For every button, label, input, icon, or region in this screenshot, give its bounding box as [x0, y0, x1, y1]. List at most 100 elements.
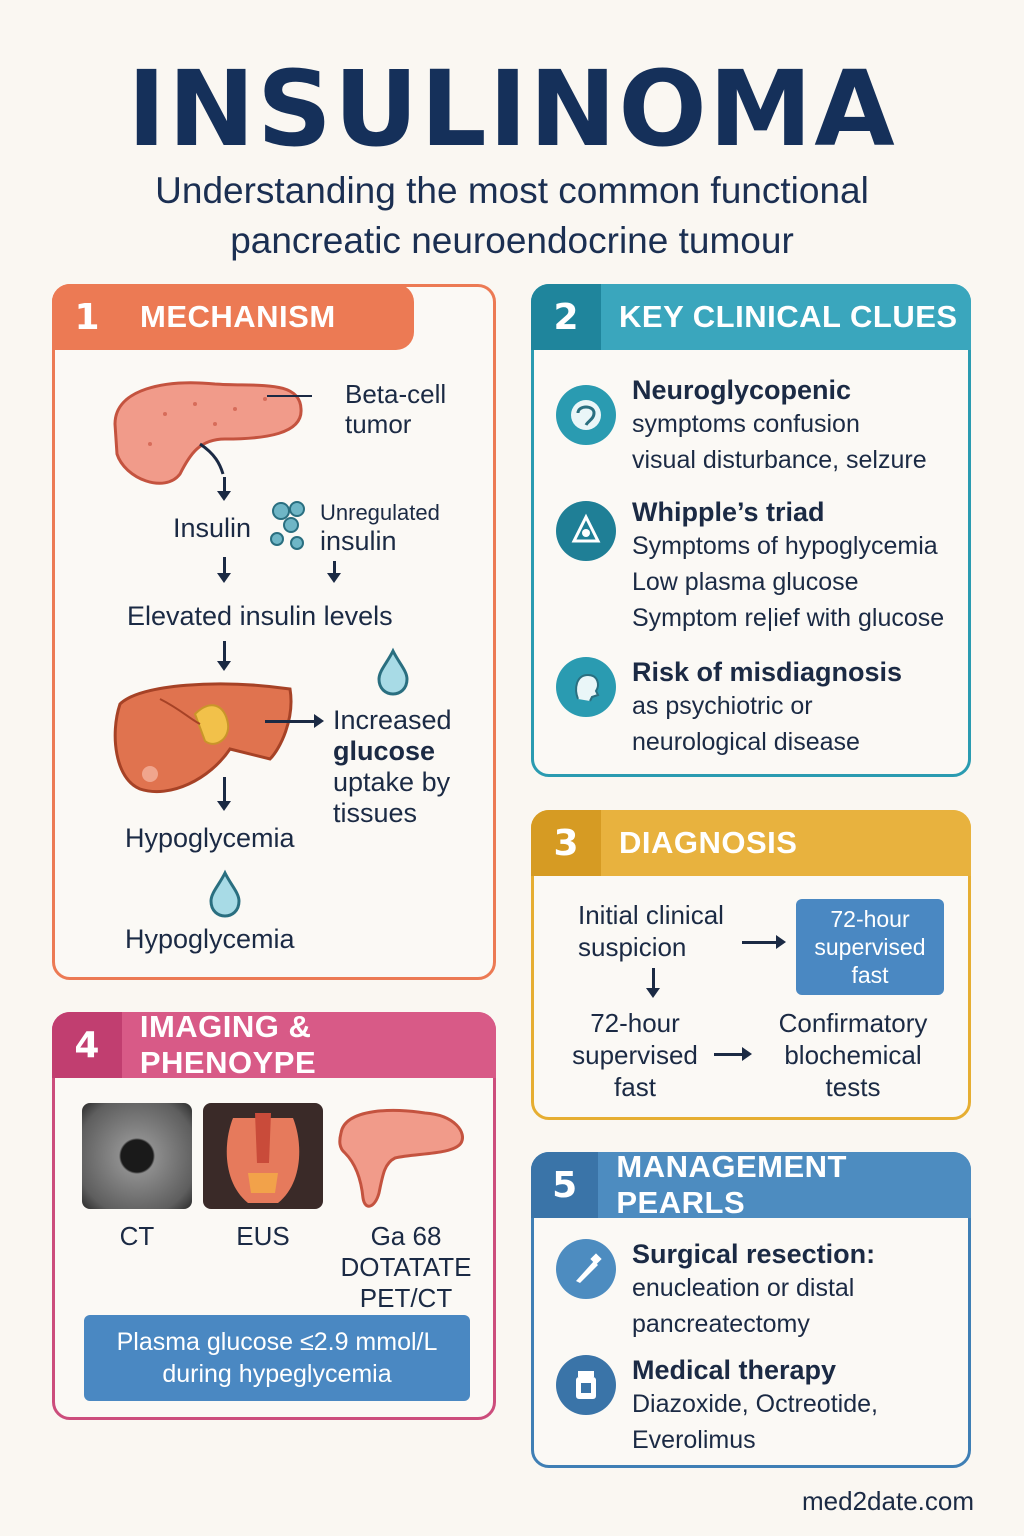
confirm-line-3: tests: [825, 1072, 881, 1102]
increased-line-2: glucose: [333, 736, 436, 766]
clues-title: KEY CLINICAL CLUES: [619, 299, 958, 334]
imaging-number: 4: [52, 1012, 122, 1078]
clue-item: Whipple’s triad Symptoms of hypoglycemia…: [632, 497, 944, 636]
plasma-glucose-note: Plasma glucose ≤2.9 mmol/L during hypegl…: [84, 1315, 470, 1401]
unregulated-label: Unregulated insulin: [320, 499, 440, 555]
ga-line-3: PET/CT: [359, 1283, 453, 1313]
arrow-right: [265, 714, 324, 728]
increased-line-3: uptake by: [333, 767, 451, 797]
fast-line-3: fast: [614, 1072, 656, 1102]
note-line-1: Plasma glucose ≤2.9 mmol/L: [116, 1328, 438, 1356]
clue-line: visual disturbance, selzure: [632, 446, 927, 474]
diagnosis-number: 3: [531, 810, 601, 876]
arrow-down: [217, 557, 231, 583]
management-title: MANAGEMENT PEARLS: [616, 1149, 847, 1220]
increased-line-1: Increased: [333, 705, 452, 735]
arrow-right: [742, 935, 786, 949]
mechanism-card: 1 MECHANISM Beta-cell tumor Insulin Unre…: [52, 284, 496, 980]
diagnosis-card: 3 DIAGNOSIS Initial clinical suspicion 7…: [531, 810, 971, 1120]
footer-source: med2date.com: [802, 1486, 974, 1516]
imaging-title: IMAGING & PHENOYPE: [139, 1009, 317, 1080]
glucose-drop-icon: [209, 869, 241, 918]
insulin-label: Insulin: [173, 513, 252, 543]
mechanism-title: MECHANISM: [140, 299, 336, 334]
fast-box-line-3: fast: [851, 962, 889, 988]
fast-line-1: 72-hour: [590, 1008, 680, 1038]
fast-box-line-1: 72-hour: [830, 906, 910, 932]
initial-suspicion-label: Initial clinical suspicion: [578, 899, 724, 963]
unregulated-line-2: insulin: [320, 526, 397, 556]
pancreas-pet-icon: [338, 1108, 464, 1208]
increased-line-4: tissues: [333, 798, 418, 828]
brain-head-icon: [556, 385, 616, 445]
fast-box-line-2: supervised: [814, 934, 926, 960]
ga-line-1: Ga 68: [370, 1221, 442, 1251]
management-card: 5 MANAGEMENT PEARLS Surgical resection: …: [531, 1149, 971, 1468]
ga68-label: Ga 68 DOTATATE PET/CT: [331, 1221, 481, 1314]
page-subtitle: Understanding the most common functional…: [60, 166, 964, 266]
fast-line-2: supervised: [572, 1040, 698, 1070]
initial-line-1: Initial clinical: [578, 900, 724, 930]
beta-cell-pointer: [267, 395, 312, 397]
note-line-2: during hypeglycemia: [162, 1360, 392, 1388]
management-item: Medical therapy Diazoxide, Octreotide, E…: [632, 1355, 878, 1458]
imaging-header: 4 IMAGING & PHENOYPE: [52, 1009, 496, 1080]
management-item-line: Diazoxide, Octreotide,: [632, 1390, 878, 1418]
pill-bottle-icon: [556, 1355, 616, 1415]
hypoglycemia-label-2: Hypoglycemia: [125, 924, 295, 954]
clue-line: Symptoms of hypoglycemia: [632, 532, 938, 560]
management-header: 5 MANAGEMENT PEARLS: [531, 1149, 971, 1220]
management-number: 5: [531, 1152, 599, 1218]
management-item-title: Surgical resection:: [632, 1239, 876, 1269]
clue-item: Neuroglycopenic symptoms confusion visua…: [632, 375, 927, 478]
arrow-down: [327, 561, 341, 583]
confirmatory-tests-label: Confirmatory blochemical tests: [758, 1007, 948, 1103]
eus-label: EUS: [236, 1221, 290, 1251]
page-title: INSULINOMA: [127, 48, 897, 170]
insulin-granules-icon: [270, 501, 305, 550]
clue-title: Whipple’s triad: [632, 497, 825, 527]
initial-line-2: suspicion: [578, 932, 687, 962]
clues-header: 2 KEY CLINICAL CLUES: [531, 284, 971, 350]
clue-line: Low plasma glucose: [632, 568, 859, 596]
mechanism-header: 1 MECHANISM: [52, 284, 414, 350]
arrow-right: [714, 1047, 752, 1061]
beta-cell-line-1: Beta-cell: [345, 379, 447, 409]
clue-line: as psychiotric or: [632, 692, 813, 720]
clue-line: neurological disease: [632, 728, 860, 756]
clue-line: Symptom re|ief with glucose: [632, 604, 945, 632]
management-item-line: enucleation or distal: [632, 1274, 855, 1302]
clue-title: Neuroglycopenic: [632, 375, 852, 405]
scalpel-icon: [556, 1239, 616, 1299]
ct-scan-image: [82, 1103, 192, 1209]
clue-item: Risk of misdiagnosis as psychiotric or n…: [632, 657, 902, 760]
head-profile-icon: [556, 657, 616, 717]
unregulated-line-1: Unregulated: [320, 500, 440, 525]
triad-icon: [556, 501, 616, 561]
arrow-down: [217, 641, 231, 671]
arrow-down: [646, 968, 660, 998]
management-item-title: Medical therapy: [632, 1355, 837, 1385]
eus-anatomy-image: [203, 1103, 323, 1209]
mechanism-number: 1: [52, 284, 122, 350]
arrow-down: [217, 477, 231, 501]
diagnosis-title: DIAGNOSIS: [619, 825, 798, 860]
imaging-card: 4 IMAGING & PHENOYPE CT EUS Ga 68 DOTATA…: [52, 1009, 496, 1420]
pancreas-illustration-icon: [113, 381, 303, 485]
management-item: Surgical resection: enucleation or dista…: [632, 1239, 875, 1342]
elevated-insulin-label: Elevated insulin levels: [127, 601, 393, 631]
glucose-drop-icon: [377, 647, 409, 696]
liver-illustration-icon: [113, 682, 293, 794]
arrow-down: [217, 777, 231, 811]
hypoglycemia-label-1: Hypoglycemia: [125, 823, 295, 853]
supervised-fast-label: 72-hour supervised fast: [562, 1007, 708, 1103]
clues-number: 2: [531, 284, 601, 350]
clinical-clues-card: 2 KEY CLINICAL CLUES Neuroglycopenic sym…: [531, 284, 971, 777]
fast-box: 72-hour supervised fast: [796, 899, 944, 995]
confirm-line-2: blochemical: [784, 1040, 922, 1070]
ga-line-2: DOTATATE: [340, 1252, 472, 1282]
beta-cell-line-2: tumor: [345, 409, 412, 439]
management-item-line: Everolimus: [632, 1426, 756, 1454]
management-item-line: pancreatectomy: [632, 1310, 810, 1338]
increased-glucose-label: Increased glucose uptake by tissues: [333, 705, 452, 829]
